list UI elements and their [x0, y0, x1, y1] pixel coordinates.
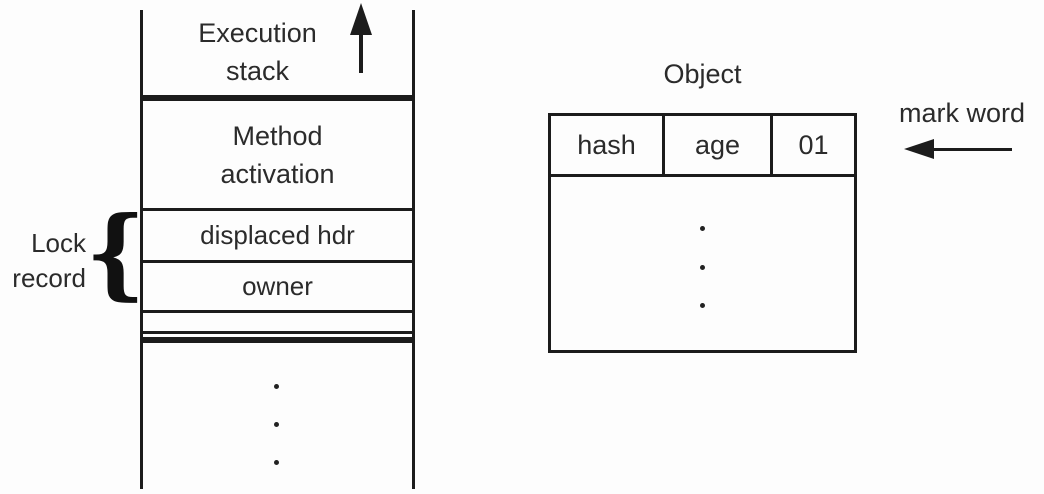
ellipsis-dot — [274, 422, 279, 427]
separator-below-execution-stack — [140, 95, 415, 101]
lock-record-brace: { — [85, 196, 146, 311]
method-activation-cell: Method activation — [220, 120, 335, 189]
ellipsis-dot — [700, 303, 705, 308]
ellipsis-dot — [274, 460, 279, 465]
displaced-hdr-cell: displaced hdr — [200, 220, 355, 250]
hash-cell: hash — [551, 116, 665, 174]
up-arrow-shaft — [359, 33, 363, 73]
stack-left-edge-line — [140, 10, 143, 489]
separator-below-method-activation — [140, 208, 415, 211]
lock-record-label: Lock record — [12, 228, 86, 293]
separator-below-displaced-hdr — [140, 260, 415, 263]
left-arrow-shaft — [930, 148, 1012, 151]
execution-stack-label: Execution stack — [198, 18, 317, 86]
mark-word-label: mark word — [898, 98, 1026, 128]
mark-word-row: hash age 01 — [551, 116, 854, 177]
empty-stack-slot — [143, 313, 412, 331]
object-title: Object — [663, 59, 742, 89]
ellipsis-dot — [700, 226, 705, 231]
left-arrow-head — [904, 139, 934, 159]
thick-frame-separator — [140, 337, 415, 343]
up-arrow-head — [350, 3, 372, 35]
ellipsis-dot — [700, 265, 705, 270]
object-table: hash age 01 — [548, 113, 857, 353]
stack-right-edge-line — [412, 10, 415, 489]
separator-below-empty-slot — [140, 331, 415, 334]
tag-bits-cell: 01 — [798, 129, 829, 160]
ellipsis-dot — [274, 384, 279, 389]
owner-cell: owner — [242, 271, 313, 301]
age-cell: age — [665, 116, 773, 174]
separator-below-owner — [140, 310, 415, 313]
